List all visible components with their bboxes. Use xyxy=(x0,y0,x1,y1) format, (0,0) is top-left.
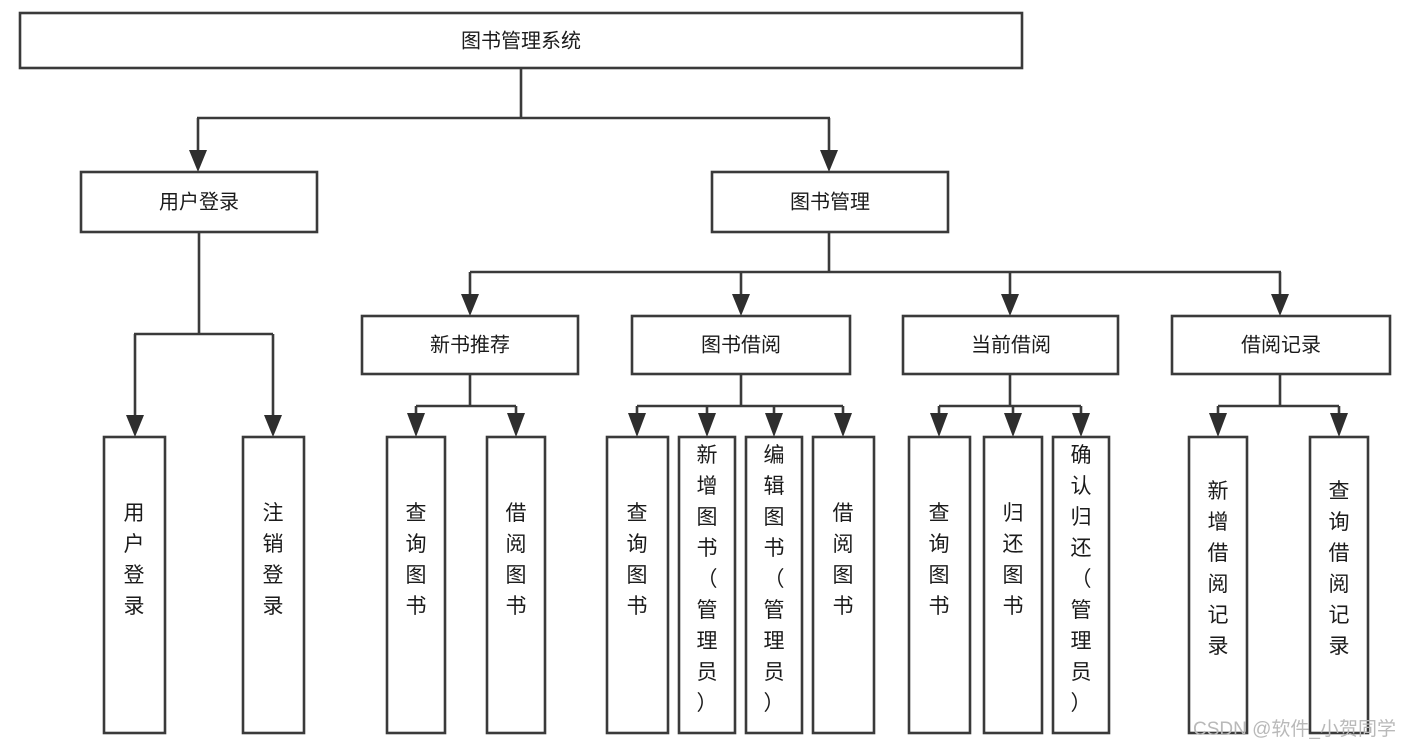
leaf-add-book-admin[interactable]: 新增图书（管理员） xyxy=(677,435,737,735)
leaf-add-borrow-record-box[interactable] xyxy=(1187,435,1249,735)
arrowhead-book-borrow-leaf-3 xyxy=(765,413,783,437)
arrowhead-current-borrow-leaf-2 xyxy=(1004,413,1022,437)
leaf-borrow-book-borrow-label: 借阅图书 xyxy=(833,502,854,618)
node-root-box[interactable] xyxy=(18,11,1024,70)
leaf-edit-book-admin[interactable]: 编辑图书（管理员） xyxy=(744,435,804,735)
node-new-book-recommend[interactable]: 新书推荐 xyxy=(360,314,580,376)
arrowhead-new-book-leaf-2 xyxy=(507,413,525,437)
arrowhead-new-book-leaf-1 xyxy=(407,413,425,437)
node-new-book-recommend-box[interactable] xyxy=(360,314,580,376)
leaf-return-book-label: 归还图书 xyxy=(1003,502,1024,618)
leaf-query-book-recommend[interactable]: 查询图书 xyxy=(385,435,447,735)
arrowhead-borrow-record-leaf-2 xyxy=(1330,413,1348,437)
node-book-borrow-label: 图书借阅 xyxy=(701,333,781,356)
leaf-add-borrow-record-label: 新增借阅记录 xyxy=(1208,480,1229,658)
leaf-borrow-book-recommend[interactable]: 借阅图书 xyxy=(485,435,547,735)
node-borrow-record[interactable]: 借阅记录 xyxy=(1170,314,1392,376)
leaf-query-borrow-record[interactable]: 查询借阅记录 xyxy=(1308,435,1370,735)
leaf-add-book-admin-box[interactable] xyxy=(677,435,737,735)
leaf-borrow-book-borrow-box[interactable] xyxy=(811,435,876,735)
node-root-label: 图书管理系统 xyxy=(461,29,581,52)
arrowhead-book-borrow-leaf-4 xyxy=(834,413,852,437)
node-book-borrow[interactable]: 图书借阅 xyxy=(630,314,852,376)
leaf-borrow-book-recommend-label: 借阅图书 xyxy=(506,502,527,618)
node-book-borrow-box[interactable] xyxy=(630,314,852,376)
leaf-query-book-current-box[interactable] xyxy=(907,435,972,735)
node-user-login-label: 用户登录 xyxy=(159,190,239,213)
arrowhead-root-to-book-mgmt xyxy=(820,150,838,172)
leaf-query-book-borrow-label: 查询图书 xyxy=(627,502,648,618)
node-current-borrow-label: 当前借阅 xyxy=(971,333,1051,356)
leaf-query-book-borrow-box[interactable] xyxy=(605,435,670,735)
connectors-layer xyxy=(126,68,1348,437)
arrowhead-borrow-record-leaf-1 xyxy=(1209,413,1227,437)
node-user-login-box[interactable] xyxy=(79,170,319,234)
leaf-return-book[interactable]: 归还图书 xyxy=(982,435,1044,735)
node-borrow-record-label: 借阅记录 xyxy=(1241,333,1321,356)
leaf-user-login[interactable]: 用户登录 xyxy=(102,435,167,735)
leaf-query-borrow-record-box[interactable] xyxy=(1308,435,1370,735)
leaf-query-book-recommend-label: 查询图书 xyxy=(406,502,427,618)
leaf-query-book-recommend-box[interactable] xyxy=(385,435,447,735)
leaf-user-login-box[interactable] xyxy=(102,435,167,735)
leaf-query-borrow-record-label: 查询借阅记录 xyxy=(1329,480,1350,658)
node-current-borrow-box[interactable] xyxy=(901,314,1120,376)
arrowhead-book-mgmt-child-4 xyxy=(1271,294,1289,316)
node-book-management[interactable]: 图书管理 xyxy=(710,170,950,234)
leaf-query-book-current-label: 查询图书 xyxy=(929,502,950,618)
leaf-confirm-return-admin-label: 确认归还（管理员） xyxy=(1071,444,1092,715)
arrowhead-book-borrow-leaf-1 xyxy=(628,413,646,437)
leaf-borrow-book-borrow[interactable]: 借阅图书 xyxy=(811,435,876,735)
node-book-management-box[interactable] xyxy=(710,170,950,234)
leaf-edit-book-admin-box[interactable] xyxy=(744,435,804,735)
node-root[interactable]: 图书管理系统 xyxy=(18,11,1024,70)
leaf-edit-book-admin-label: 编辑图书（管理员） xyxy=(764,444,785,715)
leaf-add-book-admin-label: 新增图书（管理员） xyxy=(697,444,718,715)
leaf-add-borrow-record[interactable]: 新增借阅记录 xyxy=(1187,435,1249,735)
leaf-query-book-borrow[interactable]: 查询图书 xyxy=(605,435,670,735)
leaf-query-book-current[interactable]: 查询图书 xyxy=(907,435,972,735)
node-borrow-record-box[interactable] xyxy=(1170,314,1392,376)
arrowhead-current-borrow-leaf-1 xyxy=(930,413,948,437)
arrowhead-book-mgmt-child-1 xyxy=(461,294,479,316)
node-user-login[interactable]: 用户登录 xyxy=(79,170,319,234)
arrowhead-root-to-user-login xyxy=(189,150,207,172)
leaf-confirm-return-admin-box[interactable] xyxy=(1051,435,1111,735)
leaf-logout-box[interactable] xyxy=(241,435,306,735)
leaf-user-login-label: 用户登录 xyxy=(124,502,145,618)
leaf-logout[interactable]: 注销登录 xyxy=(241,435,306,735)
arrowhead-book-borrow-leaf-2 xyxy=(698,413,716,437)
arrowhead-book-mgmt-child-3 xyxy=(1001,294,1019,316)
leaf-confirm-return-admin[interactable]: 确认归还（管理员） xyxy=(1051,435,1111,735)
arrowhead-user-login-leaf-2 xyxy=(264,415,282,437)
arrowhead-user-login-leaf-1 xyxy=(126,415,144,437)
node-book-management-label: 图书管理 xyxy=(790,190,870,213)
leaf-borrow-book-recommend-box[interactable] xyxy=(485,435,547,735)
csdn-watermark: CSDN @软件_小贺同学 xyxy=(1193,718,1396,740)
node-new-book-recommend-label: 新书推荐 xyxy=(430,333,510,356)
node-current-borrow[interactable]: 当前借阅 xyxy=(901,314,1120,376)
arrowhead-book-mgmt-child-2 xyxy=(732,294,750,316)
leaf-return-book-box[interactable] xyxy=(982,435,1044,735)
leaf-logout-label: 注销登录 xyxy=(263,502,284,618)
arrowhead-current-borrow-leaf-3 xyxy=(1072,413,1090,437)
